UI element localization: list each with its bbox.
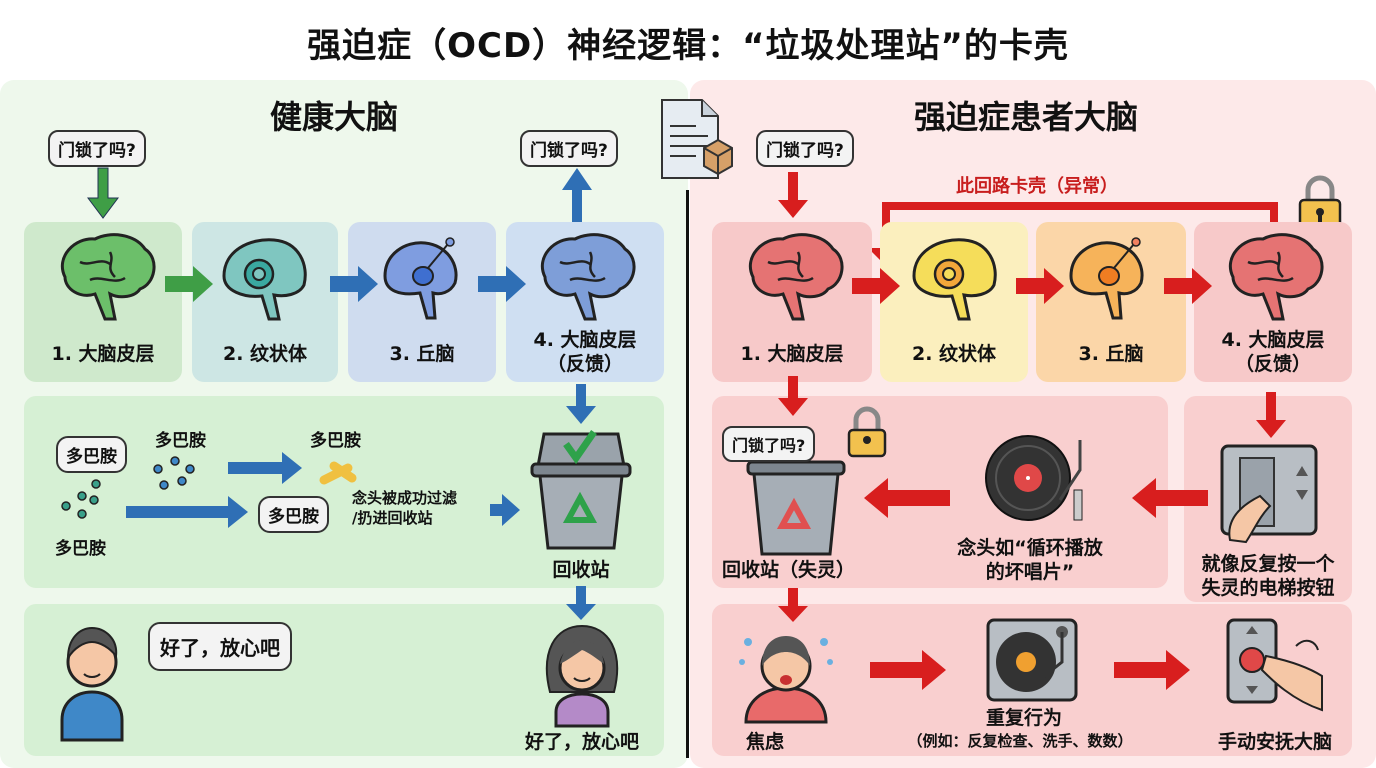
loop-label: 此回路卡壳（异常） (956, 176, 1118, 197)
manual-button-icon (1226, 618, 1323, 712)
down-arrow-icon (1256, 392, 1286, 438)
brain-icon (60, 233, 156, 321)
brain-icon (748, 233, 844, 321)
step-label-1: 1. 大脑皮层 (51, 343, 155, 365)
down-arrow-icon (566, 384, 596, 424)
step-label-3: 3. 丘脑 (1078, 343, 1144, 365)
broken-bin-icon (746, 460, 846, 556)
step-label-4-sub: （反馈） (546, 353, 623, 375)
right-arrow-icon (852, 268, 900, 304)
thalamus-icon (383, 237, 458, 320)
elevator-caption: 就像反复按一个失灵的电梯按钮 (1184, 552, 1352, 600)
step-label-2: 2. 纹状体 (911, 343, 997, 365)
right-arrow-icon (870, 650, 946, 690)
soothe-label: 手动安抚大脑 (1217, 731, 1332, 753)
dopamine-label: 多巴胺 (310, 431, 361, 451)
right-arrow-icon (228, 452, 302, 484)
filtered-line-2: /扔进回收站 (352, 509, 433, 527)
anxious-person-icon (739, 636, 833, 724)
step-label-3: 3. 丘脑 (389, 343, 455, 365)
down-arrow-icon (566, 586, 596, 620)
left-arrow-icon (1132, 478, 1208, 518)
record-caption: 念头如“循环播放的坏唱片” (940, 536, 1120, 584)
woman-avatar-icon (545, 624, 619, 728)
speech-bubble: 好了，放心吧 (148, 622, 292, 671)
filtered-line-1: 念头被成功过滤 (352, 489, 458, 507)
turntable-icon (986, 618, 1078, 702)
question-bubble: 门锁了吗? (48, 130, 146, 167)
page-title: 强迫症（OCD）神经逻辑：“垃圾处理站”的卡壳 (307, 26, 1069, 66)
thalamus-icon (1069, 237, 1144, 320)
dopamine-tag: 多巴胺 (258, 496, 329, 533)
right-arrow-icon (1114, 650, 1190, 690)
repeat-examples: （例如：反复检查、洗手、数数） (907, 732, 1133, 750)
brain-feedback-icon (1228, 233, 1324, 321)
step-label-1: 1. 大脑皮层 (740, 343, 844, 365)
step-label-4: 4. 大脑皮层 (1221, 329, 1325, 351)
padlock-icon (847, 406, 887, 458)
right-arrow-icon (1016, 268, 1064, 304)
question-bubble: 门锁了吗? (756, 130, 854, 167)
question-bubble-2: 门锁了吗? (520, 130, 618, 167)
dopamine-label: 多巴胺 (155, 431, 206, 451)
right-arrow-icon (1164, 268, 1212, 304)
anxiety-label: 焦虑 (746, 731, 785, 753)
receptor-icon (319, 461, 357, 485)
step-label-4-sub: （反馈） (1234, 353, 1311, 375)
recycle-bin-icon (530, 430, 632, 550)
dopamine-dots-icon (153, 456, 195, 490)
down-arrow-icon (87, 167, 119, 219)
filtered-text: 念头被成功过滤/扔进回收站 (352, 488, 457, 528)
speech-label: 好了，放心吧 (524, 731, 639, 753)
step-label-2: 2. 纹状体 (222, 343, 308, 365)
down-arrow-icon (778, 376, 808, 416)
up-arrow-icon (562, 168, 592, 224)
striatum-icon (222, 238, 307, 321)
divider (686, 190, 689, 758)
vinyl-record-icon (985, 435, 1083, 521)
bin-label: 回收站 (552, 559, 610, 581)
elevator-line-1: 就像反复按一个 (1201, 553, 1335, 575)
document-icon (661, 99, 733, 179)
ocd-title: 强迫症患者大脑 (914, 98, 1139, 136)
down-arrow-icon (778, 172, 808, 218)
elevator-line-2: 失灵的电梯按钮 (1201, 577, 1335, 599)
bin-question-bubble: 门锁了吗? (722, 426, 816, 462)
dopamine-label: 多巴胺 (55, 539, 106, 559)
man-avatar-icon (60, 626, 124, 742)
dopamine-tag: 多巴胺 (56, 436, 127, 473)
record-line-1: 念头如“循环播放 (957, 537, 1103, 559)
broken-bin-label: 回收站（失灵） (722, 559, 856, 581)
brain-feedback-icon (540, 233, 636, 321)
healthy-title: 健康大脑 (270, 98, 399, 136)
right-arrow-icon (490, 494, 520, 526)
left-arrow-icon (864, 478, 950, 518)
right-arrow-icon (165, 266, 213, 302)
elevator-button-icon (1220, 444, 1318, 544)
dopamine-dots-icon (61, 479, 101, 519)
striatum-icon (912, 238, 997, 321)
repeat-label: 重复行为 (986, 707, 1063, 729)
right-arrow-icon (330, 266, 378, 302)
step-label-4: 4. 大脑皮层 (533, 329, 637, 351)
down-arrow-icon (778, 588, 808, 622)
right-arrow-icon (126, 496, 248, 528)
right-arrow-icon (478, 266, 526, 302)
record-line-2: 的坏唱片” (985, 561, 1075, 583)
